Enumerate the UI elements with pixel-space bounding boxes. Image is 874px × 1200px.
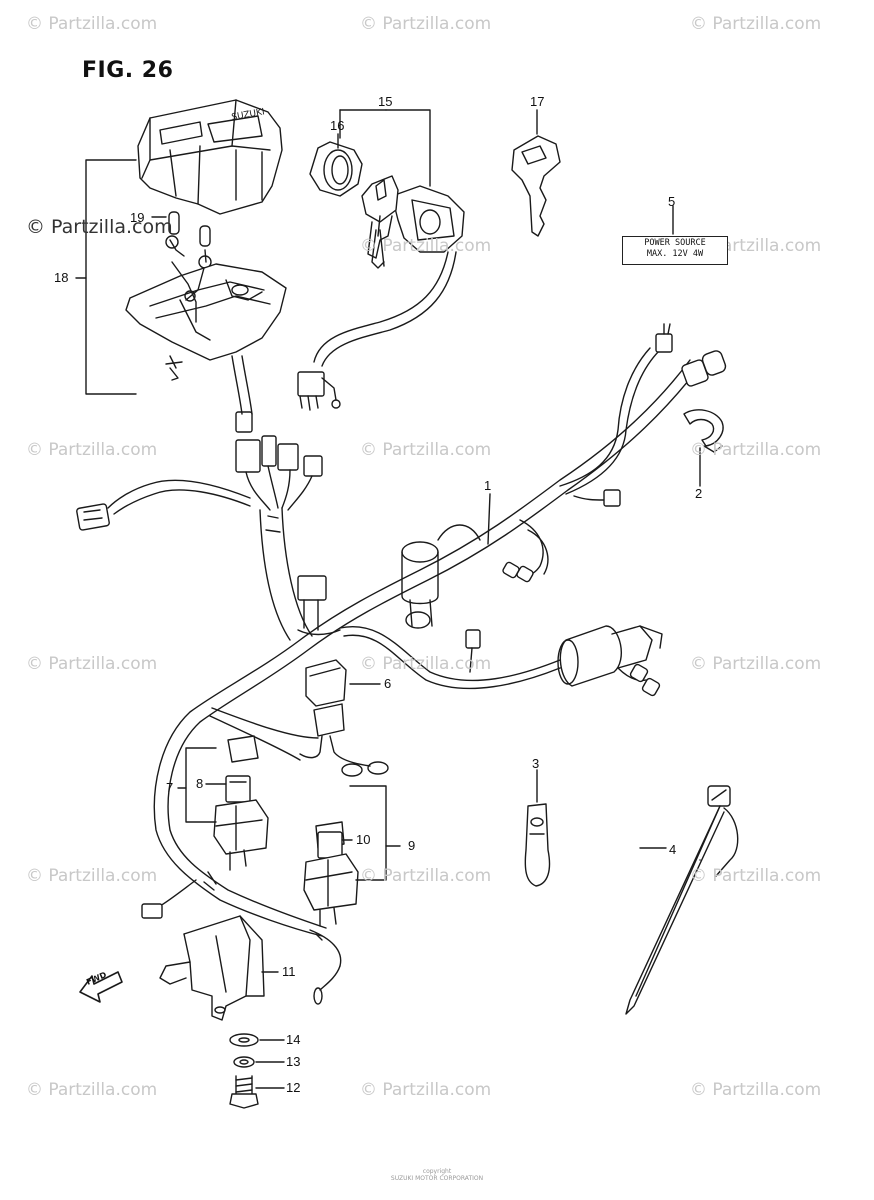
power-label-line2: MAX. 12V 4W [646, 249, 704, 259]
callout-19: 19 [130, 210, 145, 225]
indicator-bulbs [165, 211, 212, 269]
ignition-cable [297, 251, 457, 411]
ignition-switch [361, 175, 465, 269]
watermark: © Partzilla.com [26, 14, 158, 34]
bolt-12 [229, 1075, 285, 1109]
callout-17: 17 [530, 94, 545, 109]
relay-wire-2 [211, 707, 319, 739]
footer-copyright: copyright SUZUKI MOTOR CORPORATION [0, 1168, 874, 1182]
callout-14: 14 [286, 1032, 301, 1047]
callout-15: 15 [378, 94, 393, 109]
fwd-arrow-icon [79, 971, 123, 1003]
callout-1: 1 [484, 478, 492, 493]
relay-wire [209, 715, 301, 761]
fuse-box-9 [303, 785, 401, 927]
washer-14 [229, 1033, 285, 1047]
handlebar-switch-housing: SUZUKI [137, 99, 283, 215]
callout-8: 8 [196, 776, 204, 791]
watermark: © Partzilla.com [690, 440, 822, 460]
callout-16: 16 [330, 118, 345, 133]
watermark: © Partzilla.com [690, 654, 822, 674]
watermark: © Partzilla.com [690, 1080, 822, 1100]
callout-13: 13 [286, 1054, 301, 1069]
mounting-bracket [159, 915, 279, 1021]
callout-2: 2 [695, 486, 703, 501]
switch-lower-case [125, 261, 287, 381]
switch-cable [231, 355, 253, 433]
watermark-main: © Partzilla.com [26, 216, 173, 238]
callout-4: 4 [669, 842, 677, 857]
bottom-left-connector [141, 871, 217, 919]
cable-tie-3 [524, 769, 551, 887]
callout-11: 11 [282, 964, 296, 979]
callout-5: 5 [668, 194, 676, 209]
relay-6 [299, 659, 389, 777]
callout-12: 12 [286, 1080, 301, 1095]
callout-9-bracket [349, 785, 387, 881]
cable-tie-4 [625, 785, 739, 1015]
main-wiring-harness [153, 323, 727, 937]
watermark: © Partzilla.com [360, 1080, 492, 1100]
watermark: © Partzilla.com [360, 14, 492, 34]
callout-18-bracket [85, 159, 137, 395]
watermark: © Partzilla.com [360, 236, 492, 256]
callout-15-bracket [339, 109, 431, 187]
watermark: © Partzilla.com [360, 866, 492, 886]
watermark: © Partzilla.com [360, 440, 492, 460]
footer-line2: SUZUKI MOTOR CORPORATION [390, 1175, 484, 1182]
ground-wire [309, 929, 342, 1005]
callout-9: 9 [408, 838, 416, 853]
watermark: © Partzilla.com [690, 866, 822, 886]
callout-3: 3 [532, 756, 540, 771]
callout-1-leader [487, 493, 491, 545]
watermark: © Partzilla.com [360, 654, 492, 674]
ignition-key [511, 135, 561, 237]
watermark: © Partzilla.com [26, 440, 158, 460]
figure-title: FIG. 26 [82, 58, 174, 83]
watermark: © Partzilla.com [26, 866, 158, 886]
watermark: © Partzilla.com [690, 14, 822, 34]
watermark: © Partzilla.com [26, 1080, 158, 1100]
power-label-line1: POWER SOURCE [644, 238, 706, 248]
fuse-box-7 [177, 735, 269, 871]
left-connector-cluster [76, 435, 341, 641]
watermark: © Partzilla.com [26, 654, 158, 674]
callout-7-bracket [185, 747, 217, 823]
callout-7: 7 [166, 780, 174, 795]
callout-15-leader [339, 109, 387, 139]
power-source-label: POWER SOURCE MAX. 12V 4W [622, 236, 728, 265]
footer-line1: copyright [422, 1168, 452, 1175]
ignition-cap [309, 141, 363, 197]
callout-10: 10 [356, 832, 371, 847]
callout-18: 18 [54, 270, 69, 285]
lock-washer-13 [233, 1056, 285, 1068]
ignition-coil-branch [339, 625, 663, 697]
callout-6: 6 [384, 676, 392, 691]
